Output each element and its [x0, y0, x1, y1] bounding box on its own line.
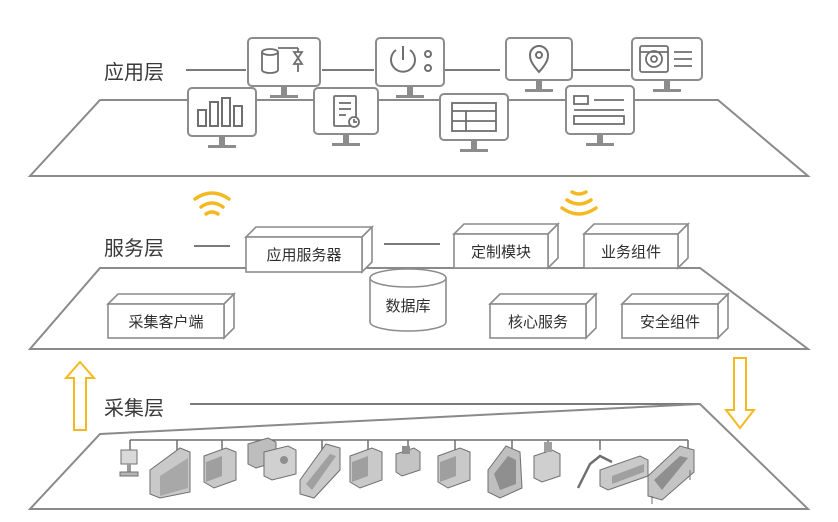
core-service-box: 核心服务 [488, 292, 598, 340]
database-label: 数据库 [385, 297, 430, 315]
assembly-line-icon [647, 445, 695, 504]
application-layer [27, 37, 811, 177]
bar-chart-icon [197, 97, 243, 127]
monitor-valve [247, 37, 321, 98]
monitor-form [565, 85, 635, 146]
business-component-label: 业务组件 [601, 243, 661, 261]
production-line-machine-icon [149, 447, 191, 499]
application-layer-plane [27, 99, 811, 177]
core-service-label: 核心服务 [508, 313, 568, 331]
form-fields-icon [573, 95, 625, 125]
custom-module-label: 定制模块 [471, 243, 531, 261]
application-layer-label: 应用层 [104, 60, 164, 84]
cnc-machine-icon [203, 447, 237, 489]
valve-diagram-icon [261, 47, 304, 74]
monitor-power [375, 37, 445, 98]
app-server-box: 应用服务器 [244, 225, 374, 274]
robotic-cell-icon [487, 445, 523, 499]
milling-machine-icon [437, 447, 471, 489]
download-arrow-icon [723, 357, 757, 430]
security-component-box: 安全组件 [620, 292, 730, 340]
inspection-station-icon [395, 446, 421, 477]
press-machine-icon [349, 447, 383, 489]
business-component-box: 业务组件 [582, 222, 690, 270]
report-document-icon [333, 95, 360, 128]
collector-client-label: 采集客户端 [128, 313, 203, 331]
control-cabinet-icon [533, 442, 561, 483]
location-pin-icon [528, 45, 550, 74]
monitor-bar-chart [187, 87, 257, 148]
upload-arrow-icon [63, 360, 97, 431]
data-table-icon [451, 102, 497, 132]
computer-terminal-icon [119, 449, 139, 477]
custom-module-box: 定制模块 [452, 222, 560, 270]
wifi-signal-icon [193, 191, 231, 216]
monitor-location [505, 37, 573, 92]
database-cylinder: 数据库 [369, 268, 447, 332]
packaging-machine-icon [247, 437, 297, 481]
collection-layer-label: 采集层 [104, 396, 164, 420]
monitor-machine [631, 37, 703, 92]
service-connectors [194, 243, 440, 247]
service-layer-label: 服务层 [104, 236, 164, 260]
app-server-label: 应用服务器 [266, 246, 341, 264]
conveyor-machine-icon [299, 443, 341, 499]
collection-layer [27, 402, 811, 510]
wifi-signal-icon [560, 190, 598, 216]
monitor-report [313, 87, 379, 146]
collector-client-box: 采集客户端 [106, 292, 236, 340]
machine-gear-icon [639, 45, 692, 73]
power-button-icon [390, 46, 432, 73]
robot-arm-line-icon [576, 454, 649, 491]
monitor-table [439, 93, 509, 152]
collection-layer-plane [27, 402, 811, 510]
service-layer: 应用服务器 定制模块 业务组件 采集客户端 数据库 [27, 190, 811, 350]
security-component-label: 安全组件 [640, 313, 700, 331]
